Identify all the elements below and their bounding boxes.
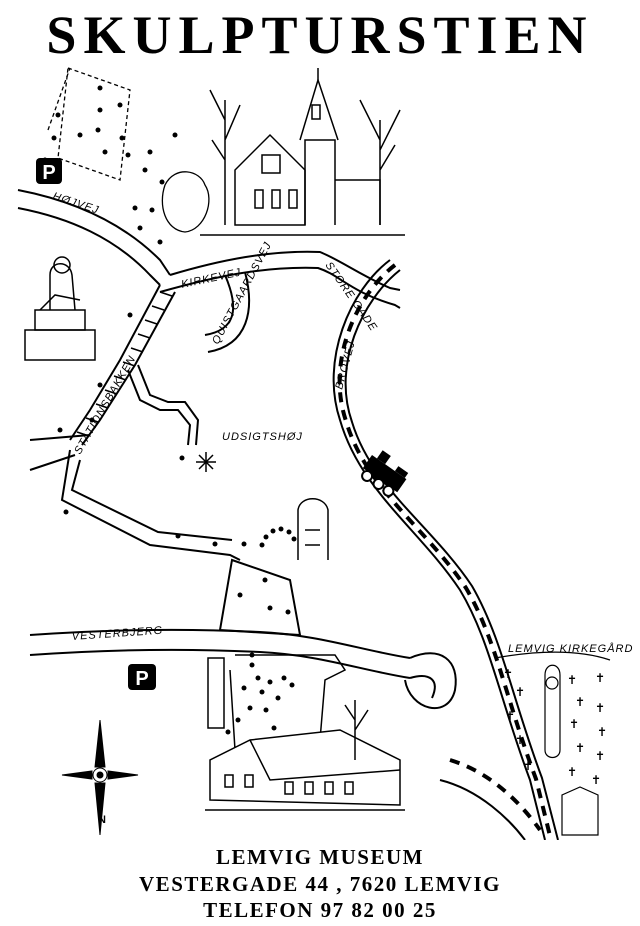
svg-text:✝: ✝ — [515, 733, 525, 747]
compass-rose-icon — [61, 719, 139, 836]
path-dots — [57, 312, 291, 615]
sculpture-stele — [297, 498, 329, 560]
parking-bottom: P — [128, 664, 156, 690]
svg-text:✝: ✝ — [595, 749, 605, 763]
sculpture-arch — [259, 526, 297, 548]
svg-text:✝: ✝ — [523, 759, 533, 773]
museum-dots — [225, 652, 295, 735]
svg-text:✝: ✝ — [595, 671, 605, 685]
hedge-outline — [161, 171, 210, 233]
svg-text:P: P — [135, 668, 148, 690]
dotted-field-top — [47, 67, 131, 181]
svg-text:✝: ✝ — [569, 717, 579, 731]
museum-phone: TELEFON 97 82 00 25 — [203, 898, 437, 922]
svg-text:✝: ✝ — [505, 709, 515, 723]
label-stationsbakken: STATIONSBAKKEN — [72, 353, 138, 456]
museum-building — [205, 700, 405, 811]
cemetery-crosses: ✝✝✝ ✝✝✝ ✝✝✝ ✝✝✝ ✝✝✝ — [503, 667, 607, 787]
label-kirkegaard: LEMVIG KIRKEGÅRD — [508, 642, 633, 655]
church-illustration — [200, 68, 405, 236]
svg-text:✝: ✝ — [515, 685, 525, 699]
svg-text:P: P — [42, 162, 55, 184]
viewpoint-icon — [196, 452, 216, 472]
svg-text:✝: ✝ — [567, 765, 577, 779]
sculpture-seated-figure — [24, 256, 96, 361]
train-icon — [361, 450, 409, 497]
svg-text:✝: ✝ — [567, 673, 577, 687]
map-title: SKULPTURSTIEN — [46, 5, 594, 65]
label-udsigtshoej: UDSIGTSHØJ — [222, 431, 303, 443]
museum-grounds — [207, 654, 347, 751]
svg-text:✝: ✝ — [591, 773, 601, 787]
field-dots-top — [42, 85, 178, 245]
parking-top: P — [36, 158, 62, 184]
museum-address: VESTERGADE 44 , 7620 LEMVIG — [139, 872, 501, 896]
svg-text:✝: ✝ — [575, 741, 585, 755]
svg-text:✝: ✝ — [575, 695, 585, 709]
compass-north-label: N — [98, 814, 106, 826]
trail-map: P — [17, 67, 633, 840]
roads — [17, 189, 457, 709]
udsigt-path — [127, 364, 200, 446]
museum-name: LEMVIG MUSEUM — [216, 845, 424, 869]
label-vesterbjerg: VESTERBJERG — [71, 625, 163, 643]
label-hoejvej: HØJVEJ — [51, 190, 101, 216]
railway — [332, 259, 559, 840]
svg-text:✝: ✝ — [503, 667, 513, 681]
svg-text:✝: ✝ — [597, 725, 607, 739]
svg-text:✝: ✝ — [595, 701, 605, 715]
cemetery — [494, 651, 611, 836]
